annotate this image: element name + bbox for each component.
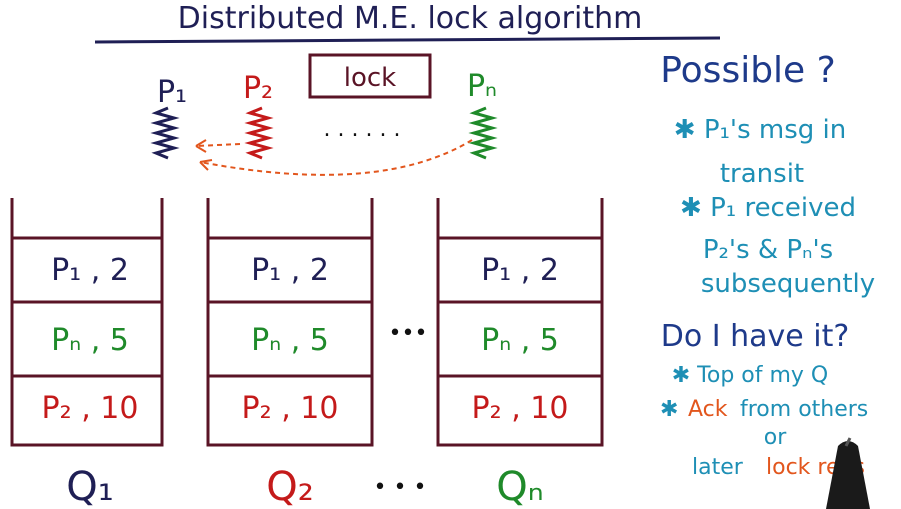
process-label-pn: Pₙ	[467, 69, 497, 104]
queue-entry: Pₙ , 5	[51, 323, 129, 358]
note-have-line: from others	[740, 397, 868, 422]
lock-box	[308, 53, 432, 99]
queue-entry: P₁ , 2	[481, 253, 559, 288]
note-have-line: ✱ Top of my Q	[672, 363, 829, 388]
arrowhead-icon	[199, 159, 213, 171]
queue-ellipsis: •••	[389, 321, 428, 346]
note-possible-line: transit	[720, 159, 804, 189]
queue-entry: Pₙ , 5	[481, 323, 559, 358]
message-arrow-pn-to-p1	[199, 139, 473, 176]
queue-entry: P₁ , 2	[51, 253, 129, 288]
queue-qn: P₁ , 2 Pₙ , 5 P₂ , 10 Qₙ	[436, 198, 604, 509]
note-possible-line: ✱ P₁'s msg in	[674, 115, 846, 145]
message-arrow-p2-to-p1	[195, 143, 241, 147]
lock-label: lock	[344, 63, 396, 93]
queue-entry: P₂ , 10	[42, 391, 139, 426]
process-pn-spring	[468, 106, 498, 160]
pen-icon	[826, 437, 870, 509]
diagram-title: Distributed M.E. lock algorithm	[178, 1, 643, 36]
note-have-star: ✱	[660, 397, 678, 422]
arrowhead-icon	[195, 139, 207, 153]
title-underline	[94, 36, 721, 44]
queue-label-q1: Q₁	[66, 464, 114, 509]
note-possible-line: P₂'s & Pₙ's	[703, 235, 833, 265]
queue-label-qn: Qₙ	[496, 464, 543, 509]
note-possible-heading: Possible ?	[660, 50, 836, 91]
note-possible-line: ✱ P₁ received	[680, 193, 856, 223]
note-possible-line: subsequently	[701, 269, 875, 299]
note-have-later: later	[692, 455, 744, 480]
process-ellipsis: . . . . . .	[324, 117, 401, 142]
queue-label-ellipsis: • • •	[374, 475, 427, 500]
process-label-p2: P₂	[243, 71, 273, 106]
queue-entry: P₁ , 2	[251, 253, 329, 288]
process-p1-spring	[150, 106, 180, 160]
queue-label-q2: Q₂	[266, 464, 314, 509]
queue-q1: P₁ , 2 Pₙ , 5 P₂ , 10 Q₁	[10, 198, 164, 509]
process-p2-spring	[244, 106, 274, 160]
queue-entry: P₂ , 10	[242, 391, 339, 426]
note-have-or: or	[764, 425, 787, 450]
note-have-ack: Ack	[688, 397, 728, 422]
queue-entry: Pₙ , 5	[251, 323, 329, 358]
note-have-heading: Do I have it?	[661, 319, 850, 354]
queue-entry: P₂ , 10	[472, 391, 569, 426]
queue-q2: P₁ , 2 Pₙ , 5 P₂ , 10 Q₂	[206, 198, 374, 509]
process-label-p1: P₁	[157, 75, 187, 110]
